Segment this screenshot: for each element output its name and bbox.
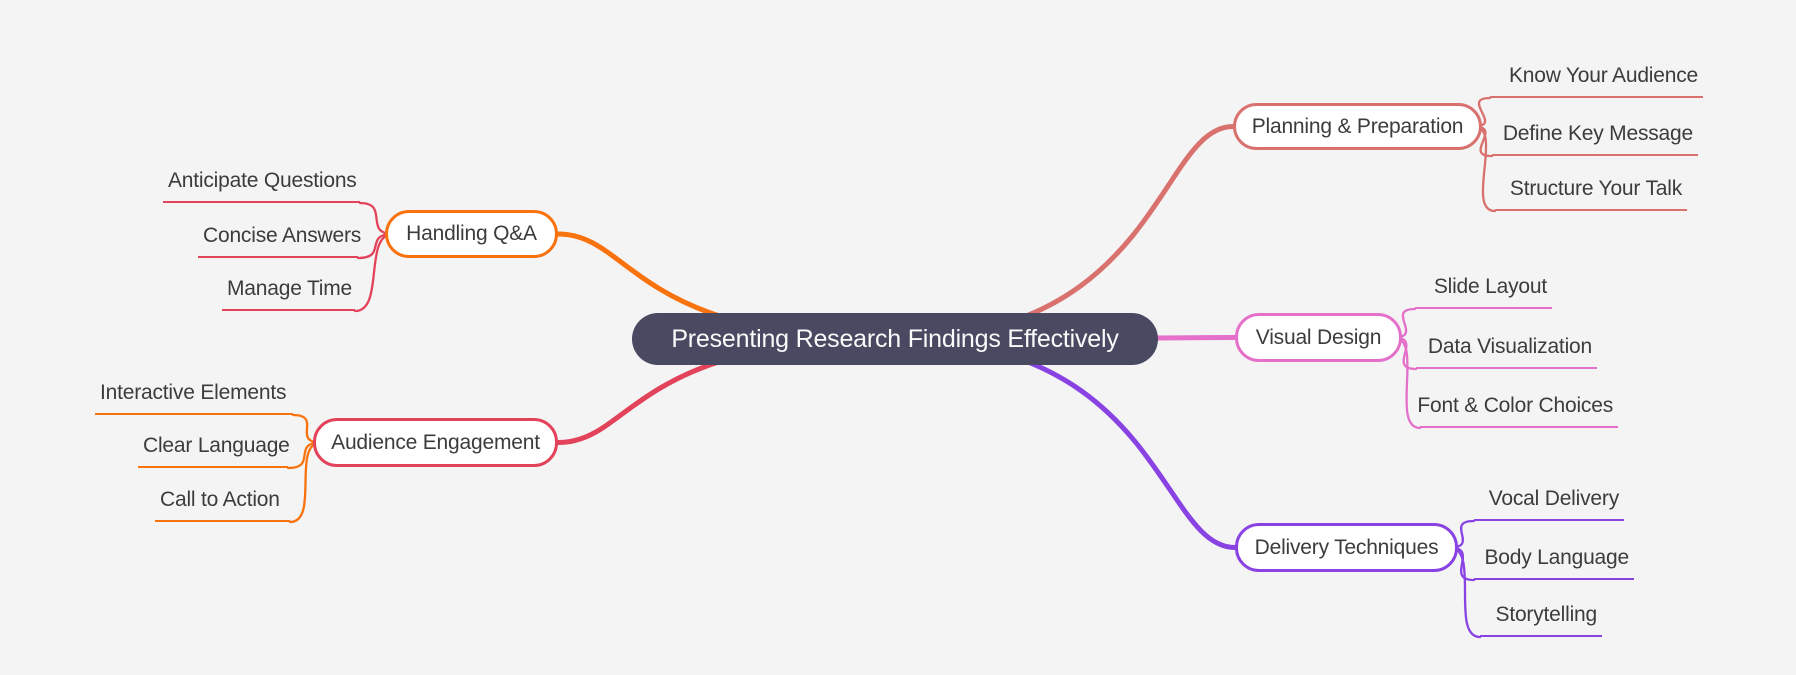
leaf-node-interactive-elements[interactable]: Interactive Elements bbox=[95, 375, 293, 415]
link-audience-engagement-child-2 bbox=[288, 441, 323, 524]
leaf-label: Font & Color Choices bbox=[1417, 394, 1613, 417]
branch-node-planning-preparation[interactable]: Planning & Preparation bbox=[1233, 103, 1482, 150]
leaf-label: Data Visualization bbox=[1427, 335, 1592, 358]
link-visual-design-child-2 bbox=[1392, 336, 1422, 430]
branch-node-label: Handling Q&A bbox=[406, 222, 537, 245]
leaf-node-structure-your-talk[interactable]: Structure Your Talk bbox=[1495, 171, 1687, 211]
leaf-label: Define Key Message bbox=[1502, 122, 1693, 145]
leaf-node-manage-time[interactable]: Manage Time bbox=[222, 271, 355, 311]
branch-node-label: Audience Engagement bbox=[331, 430, 540, 454]
leaf-label: Anticipate Questions bbox=[168, 169, 357, 192]
branch-node-label: Delivery Techniques bbox=[1254, 535, 1439, 559]
link-handling-qa-child-2 bbox=[353, 232, 395, 313]
leaf-label: Clear Language bbox=[143, 434, 290, 457]
leaf-label: Structure Your Talk bbox=[1509, 177, 1682, 200]
leaf-node-data-visualization[interactable]: Data Visualization bbox=[1416, 329, 1597, 369]
leaf-node-body-language[interactable]: Body Language bbox=[1474, 540, 1634, 580]
leaf-label: Concise Answers bbox=[203, 224, 362, 247]
leaf-label: Interactive Elements bbox=[100, 381, 287, 404]
branch-node-label: Planning & Preparation bbox=[1251, 114, 1464, 138]
link-root-planning-preparation bbox=[892, 124, 1236, 342]
mindmap-root-node[interactable]: Presenting Research Findings Effectively bbox=[632, 313, 1158, 365]
leaf-node-clear-language[interactable]: Clear Language bbox=[138, 428, 290, 468]
leaf-label: Slide Layout bbox=[1433, 275, 1547, 298]
leaf-node-anticipate-questions[interactable]: Anticipate Questions bbox=[163, 163, 360, 203]
leaf-node-slide-layout[interactable]: Slide Layout bbox=[1415, 269, 1552, 309]
link-root-delivery-techniques bbox=[892, 336, 1238, 550]
branch-node-label: Visual Design bbox=[1255, 325, 1382, 349]
leaf-node-know-your-audience[interactable]: Know Your Audience bbox=[1490, 58, 1703, 98]
leaf-label: Storytelling bbox=[1495, 603, 1598, 626]
leaf-label: Body Language bbox=[1484, 546, 1629, 569]
link-delivery-techniques-child-2 bbox=[1448, 546, 1482, 639]
branch-node-delivery-techniques[interactable]: Delivery Techniques bbox=[1235, 523, 1458, 572]
branch-node-handling-qa[interactable]: Handling Q&A bbox=[385, 210, 558, 258]
leaf-label: Call to Action bbox=[160, 488, 280, 511]
leaf-label: Know Your Audience bbox=[1508, 64, 1698, 87]
root-node-label: Presenting Research Findings Effectively bbox=[671, 324, 1119, 353]
leaf-label: Vocal Delivery bbox=[1488, 487, 1619, 510]
leaf-node-vocal-delivery[interactable]: Vocal Delivery bbox=[1474, 481, 1624, 521]
leaf-node-font-color-choices[interactable]: Font & Color Choices bbox=[1417, 388, 1618, 428]
leaf-label: Manage Time bbox=[227, 277, 353, 300]
branch-node-visual-design[interactable]: Visual Design bbox=[1235, 313, 1402, 362]
leaf-node-define-key-message[interactable]: Define Key Message bbox=[1492, 116, 1698, 156]
leaf-node-storytelling[interactable]: Storytelling bbox=[1480, 597, 1602, 637]
leaf-node-concise-answers[interactable]: Concise Answers bbox=[198, 218, 362, 258]
leaf-node-call-to-action[interactable]: Call to Action bbox=[155, 482, 290, 522]
branch-node-audience-engagement[interactable]: Audience Engagement bbox=[313, 418, 558, 467]
